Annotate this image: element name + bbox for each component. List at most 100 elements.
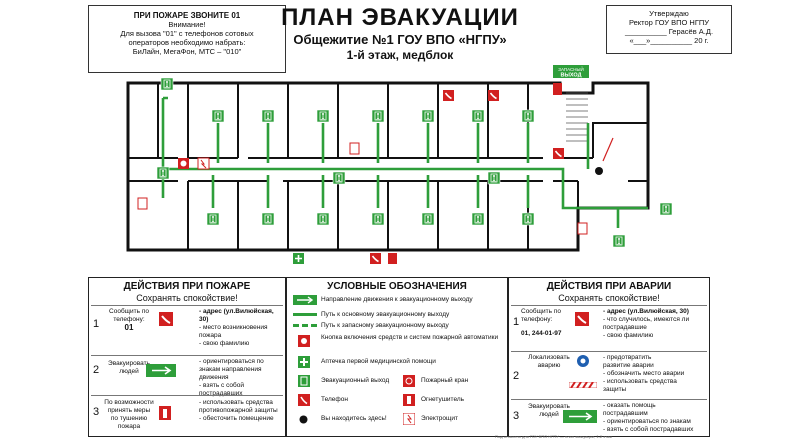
direction-arrow-icon (293, 295, 317, 305)
solid-line-icon (293, 313, 317, 316)
phone-signs (369, 89, 565, 265)
step-text: Сообщить по (109, 308, 149, 315)
accident-step-2: 2 Локализовать аварию - предотвратить ра… (511, 351, 707, 400)
step-phone: 01 (124, 323, 134, 332)
step-text: По возможности (104, 399, 154, 406)
step-detail: движения (199, 374, 229, 381)
step-detail: защиты (603, 386, 627, 393)
step-detail: развитие аварии (603, 362, 654, 369)
step-text: людей (119, 368, 139, 375)
legend-label: Телефон (321, 396, 348, 403)
step-number: 1 (513, 316, 520, 328)
hydrant-icon (403, 375, 415, 387)
step-detail: - ориентироваться по знакам (603, 418, 691, 425)
building-subtitle: Общежитие №1 ГОУ ВПО «НГПУ» (293, 32, 507, 47)
legend-label: Направление движения к эвакуационному вы… (321, 296, 473, 303)
extinguisher-icon (159, 406, 171, 420)
step-text: Эвакуировать (528, 403, 570, 410)
step-detail: - свою фамилию (199, 340, 250, 347)
step-text: принять меры (107, 407, 151, 414)
legend-spare-exit: Путь к запасному эвакуационному выходу (291, 320, 503, 332)
legend-panel: УСЛОВНЫЕ ОБОЗНАЧЕНИЯ Направление движени… (286, 277, 508, 437)
accident-actions-subtitle: Сохранять спокойствие! (558, 293, 660, 303)
fire-actions-subtitle: Сохранять спокойствие! (136, 293, 238, 303)
legend-label: Огнетушитель (421, 396, 465, 403)
legend-button: Кнопка включения средств и систем пожарн… (291, 333, 503, 355)
fire-step-1: 1 Сообщить по телефону: 01 - адрес (ул.В… (91, 305, 283, 356)
step-detail: - использовать средства (199, 399, 273, 406)
step-phone: 01, 244-01-97 (521, 330, 562, 337)
hazard-tape-icon (569, 382, 597, 388)
exit-direction-icon (563, 410, 597, 423)
floor-plan: ЗАПАСНЫЙ ВЫХОД (126, 65, 673, 265)
step-detail: - адрес (ул.Вилюйская, 30) (603, 308, 689, 315)
step-detail: - предотвратить (603, 354, 652, 361)
spare-exit-sign (553, 65, 589, 78)
step-number: 3 (93, 406, 100, 418)
step-detail: противопожарной защиты (199, 407, 278, 414)
step-text: аварию (537, 362, 561, 369)
step-text: телефону: (113, 316, 145, 323)
footer-note: Подготовлено для ГОУ ВПО НГПУ — план эва… (495, 434, 612, 439)
step-detail: - обозначить место аварии (603, 370, 685, 377)
legend-label: Вы находитесь здесь! (321, 415, 387, 422)
stairs (566, 92, 588, 142)
fire-call-line: БиЛайн, МегаФон, МТС – "010" (132, 47, 242, 56)
you-are-here-marker (595, 167, 603, 175)
you-are-here-icon (299, 415, 308, 424)
legend-label: Аптечка первой медицинской помощи (321, 358, 436, 365)
step-text: Локализовать (528, 354, 570, 361)
legend-label: Эвакуационный выход (321, 377, 390, 384)
step-text: Эвакуировать (108, 360, 150, 367)
electrical-panel-icon (403, 413, 415, 425)
phone-icon (575, 312, 589, 326)
approval-line: __________ Герасёв А.Д. (624, 27, 714, 36)
step-detail: пострадавшие (603, 324, 647, 331)
alarm-button-icon (298, 335, 310, 347)
fire-call-note: ПРИ ПОЖАРЕ ЗВОНИТЕ 01 Внимание! Для вызо… (88, 5, 286, 73)
legend-direction: Направление движения к эвакуационному вы… (291, 294, 503, 306)
step-detail: - оказать помощь (603, 402, 656, 409)
dashed-line-icon (293, 324, 317, 327)
exit-icon (298, 375, 310, 387)
legend-phone: Телефон Огнетушитель (291, 394, 503, 406)
step-number: 2 (513, 370, 520, 382)
fire-step-2: 2 Эвакуировать людей - ориентироваться п… (91, 355, 283, 397)
step-detail: знакам направления (199, 366, 262, 373)
fire-call-line: Для вызова "01" с телефонов сотовых (120, 29, 254, 38)
step-detail: - свою фамилию (603, 332, 654, 339)
step-detail: - взять с собой пострадавших (199, 382, 244, 397)
first-aid-icon (298, 356, 310, 368)
step-number: 3 (513, 410, 520, 422)
fire-actions-title: ДЕЙСТВИЯ ПРИ ПОЖАРЕ (123, 281, 251, 292)
step-detail: - адрес (ул.Вилюйская, 30) (199, 308, 274, 323)
step-text: по тушению пожара (110, 415, 148, 430)
step-detail: пострадавшим (603, 410, 648, 417)
approval-line: «___»__________ 20 г. (629, 36, 709, 45)
legend-aid: Аптечка первой медицинской помощи (291, 356, 503, 368)
legend-label: Путь к основному эвакуационному выходу (321, 311, 450, 318)
step-text: людей (539, 411, 559, 418)
exit-direction-icon (146, 364, 176, 377)
legend-here: Вы находитесь здесь! Электрощит (291, 413, 503, 425)
approval-line: Ректор ГОУ ВПО НГПУ (628, 18, 710, 27)
step-detail: - взять с собой пострадавших (603, 426, 694, 433)
step-text: Сообщить по (521, 308, 561, 315)
legend-main-exit: Путь к основному эвакуационному выходу (291, 309, 503, 321)
fire-equipment (137, 83, 588, 264)
step-detail: - что случилось, имеются ли (603, 316, 690, 323)
legend-label: Кнопка включения средств и систем пожарн… (321, 334, 499, 341)
phone-icon (159, 312, 173, 326)
step-number: 1 (93, 318, 100, 330)
exit-signs (156, 77, 673, 248)
fire-call-line: Внимание! (168, 20, 206, 29)
accident-actions-title: ДЕЙСТВИЯ ПРИ АВАРИИ (546, 281, 672, 292)
accident-step-3: 3 Эвакуировать людей - оказать помощь по… (511, 399, 707, 434)
step-text: телефону: (521, 316, 553, 323)
legend-label: Пожарный кран (421, 377, 469, 384)
step-detail: - ориентироваться по (199, 358, 264, 365)
spare-exit-label: ВЫХОД (560, 73, 581, 79)
extinguisher-icon (403, 394, 415, 406)
legend-label: Путь к запасному эвакуационному выходу (321, 322, 449, 329)
floor-subtitle: 1-й этаж, медблок (346, 48, 454, 62)
